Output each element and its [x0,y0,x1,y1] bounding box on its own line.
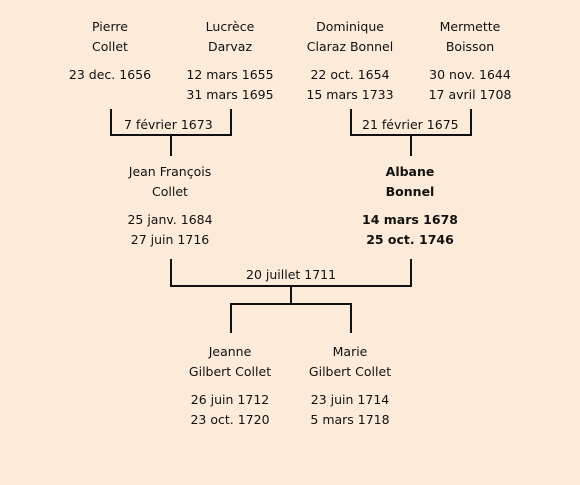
first-name: Jean François [128,164,212,179]
connector-parents-vertical-a [170,259,172,287]
connector-right-vertical-b [470,109,472,136]
marriage-date-parents: 20 juillet 1711 [243,266,340,284]
person-albane-bonnel: Albane Bonnel 14 mars 1678 25 oct. 1746 [340,162,480,250]
death-date: 23 oct. 1720 [190,412,270,427]
first-name: Marie [332,344,368,359]
last-name: Collet [152,184,188,199]
death-date: 31 mars 1695 [186,87,274,102]
last-name: Collet [92,39,128,54]
last-name: Gilbert Collet [308,364,392,379]
person-dominique-claraz-bonnel: Dominique Claraz Bonnel 22 oct. 1654 15 … [280,17,420,105]
death-date: 25 oct. 1746 [366,232,454,247]
death-date: 17 avril 1708 [428,87,512,102]
first-name: Lucrèce [205,19,255,34]
first-name: Jeanne [208,344,252,359]
connector-children-horizontal [230,303,352,305]
death-date: 5 mars 1718 [310,412,390,427]
connector-left-vertical-b [230,109,232,136]
birth-date: 30 nov. 1644 [429,67,511,82]
birth-date: 26 juin 1712 [190,392,270,407]
last-name: Darvaz [207,39,253,54]
person-mermette-boisson: Mermette Boisson 30 nov. 1644 17 avril 1… [400,17,540,105]
person-lucrece-darvaz: Lucrèce Darvaz 12 mars 1655 31 mars 1695 [160,17,300,105]
person-pierre-collet: Pierre Collet 23 dec. 1656 [40,17,180,85]
death-date: 27 juin 1716 [130,232,210,247]
first-name: Dominique [316,19,384,34]
connector-children-vertical-a [230,304,232,333]
last-name: Gilbert Collet [188,364,272,379]
birth-date: 14 mars 1678 [362,212,458,227]
first-name: Mermette [439,19,501,34]
marriage-date-right: 21 février 1675 [359,116,462,134]
birth-date: 23 dec. 1656 [68,67,152,82]
connector-right-down [410,135,412,156]
connector-left-down [170,135,172,156]
connector-parents-down [290,286,292,305]
person-marie-gilbert-collet: Marie Gilbert Collet 23 juin 1714 5 mars… [280,342,420,430]
connector-right-vertical-a [350,109,352,136]
connector-children-vertical-b [350,304,352,333]
first-name: Pierre [92,19,128,34]
last-name: Bonnel [385,184,435,199]
birth-date: 12 mars 1655 [186,67,274,82]
first-name: Albane [385,164,435,179]
birth-date: 25 janv. 1684 [127,212,213,227]
birth-date: 23 juin 1714 [310,392,390,407]
last-name: Boisson [445,39,495,54]
connector-left-vertical-a [110,109,112,136]
last-name: Claraz Bonnel [306,39,394,54]
death-date: 15 mars 1733 [306,87,394,102]
connector-parents-vertical-b [410,259,412,287]
marriage-date-left: 7 février 1673 [121,116,216,134]
person-jeanne-gilbert-collet: Jeanne Gilbert Collet 26 juin 1712 23 oc… [160,342,300,430]
person-jean-francois-collet: Jean François Collet 25 janv. 1684 27 ju… [100,162,240,250]
birth-date: 22 oct. 1654 [310,67,390,82]
